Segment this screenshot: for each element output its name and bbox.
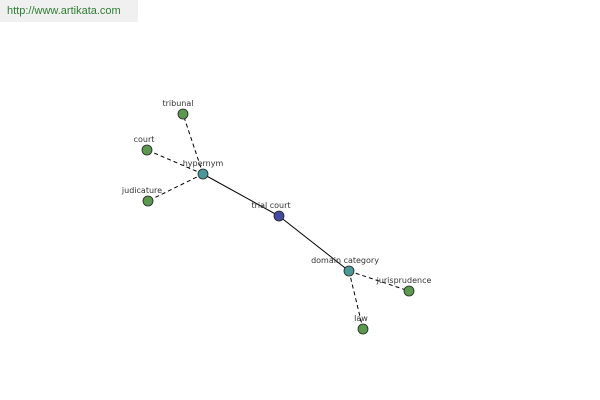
node-label-court: court xyxy=(134,135,155,144)
node-label-jurisprudence: jurisprudence xyxy=(376,276,432,285)
node-label-trial-court: trial court xyxy=(251,201,290,210)
edge-trial-court-to-hypernym xyxy=(202,173,280,217)
node-jurisprudence[interactable] xyxy=(403,285,415,297)
edges-layer xyxy=(146,113,410,330)
node-label-law: law xyxy=(354,314,368,323)
node-trial-court[interactable] xyxy=(273,210,285,222)
watermark-url: http://www.artikata.com xyxy=(0,0,138,22)
edge-domain-category-to-jurisprudence xyxy=(348,270,410,292)
node-hypernym[interactable] xyxy=(197,168,209,180)
node-domain-category[interactable] xyxy=(343,265,355,277)
edge-hypernym-to-judicature xyxy=(147,173,204,202)
node-court[interactable] xyxy=(141,144,153,156)
edge-trial-court-to-domain-category xyxy=(278,215,350,272)
node-law[interactable] xyxy=(357,323,369,335)
node-label-domain-category: domain category xyxy=(311,256,379,265)
node-judicature[interactable] xyxy=(142,195,154,207)
edge-domain-category-to-law xyxy=(348,270,364,330)
node-label-hypernym: hypernym xyxy=(183,159,224,168)
labels-layer: trial court hypernym domain category tribun… xyxy=(121,99,432,323)
node-label-tribunal: tribunal xyxy=(163,99,194,108)
edge-hypernym-to-court xyxy=(146,149,204,175)
node-tribunal[interactable] xyxy=(177,108,189,120)
edge-hypernym-to-tribunal xyxy=(182,113,204,175)
nodes-layer xyxy=(141,108,415,335)
node-label-judicature: judicature xyxy=(121,186,162,195)
